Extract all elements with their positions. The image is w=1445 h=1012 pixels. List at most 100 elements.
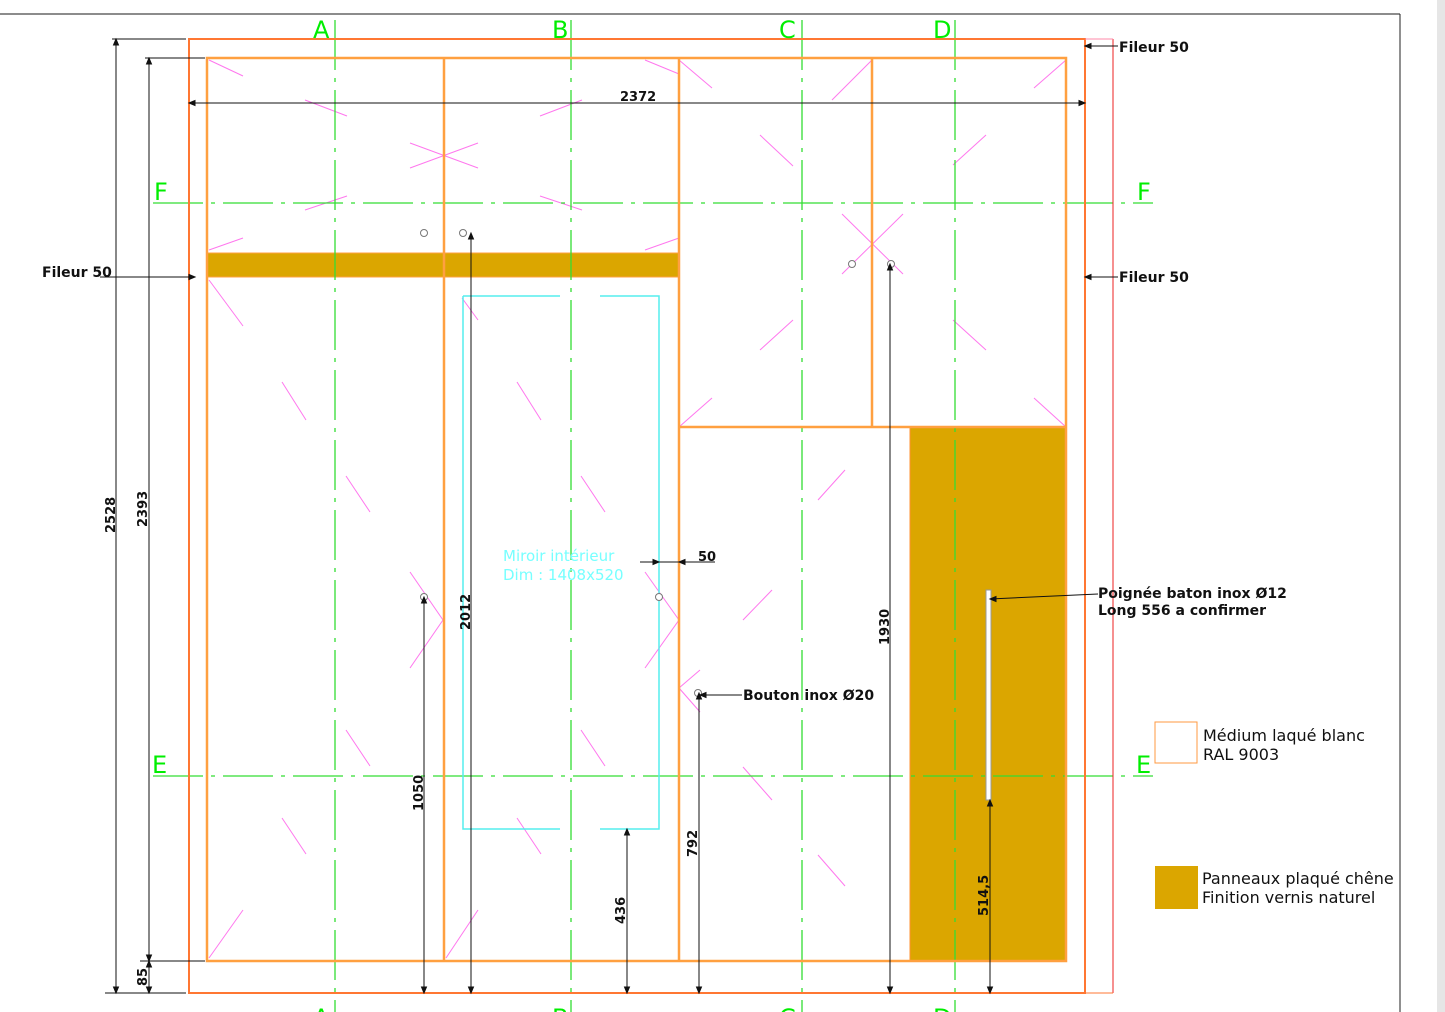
legend-white-line1: Médium laqué blanc [1203,726,1365,745]
arrowhead [467,231,475,240]
inner-frame [205,56,1068,963]
legend-oak-line2: Finition vernis naturel [1202,888,1375,907]
legend-swatch-white [1154,721,1198,764]
arrowhead [420,595,428,604]
dim-50: 50 [698,550,716,565]
hinge-mark [580,475,606,513]
handle-bar [985,589,992,801]
fileur-top-right-label: Fileur 50 [1119,40,1189,56]
grid-axes [153,20,1153,1012]
grid-label-d: D [933,16,951,44]
arrowhead [145,56,153,65]
hinge-mark [678,669,701,689]
leader-line [989,593,1099,600]
arrowhead [1083,273,1092,281]
dim-2393: 2393 [136,491,151,527]
grid-label-f-right: F [1137,178,1151,206]
hinge-mark [817,854,846,887]
hinge-mark [304,99,348,117]
grid-label-b: B [552,16,568,44]
hinge-mark [678,59,713,89]
legend-swatch-oak [1155,866,1198,909]
arrowhead [986,986,994,995]
arrowhead [677,558,686,566]
hinge-mark [409,619,444,669]
handle-label-line1: Poignée baton inox Ø12 [1098,586,1287,602]
dim-1930: 1930 [878,609,893,645]
hinge-mark [742,589,773,621]
knob-icon [848,260,856,268]
grid-label-f-left: F [154,178,168,206]
arrowhead [652,558,661,566]
hinge-mark [1033,397,1067,428]
dim-792: 792 [686,830,701,857]
hinge-mark [678,397,713,428]
grid-label-e-left: E [152,751,167,779]
arrowhead [695,986,703,995]
hinge-mark [208,237,244,251]
hinge-mark [516,381,542,421]
fileur-mid-right-label: Fileur 50 [1119,270,1189,286]
hinge-mark [644,237,680,251]
hinge-mark [281,381,307,421]
hinge-mark [831,59,873,101]
inner-panels [205,56,1068,963]
grid-label-c-bottom: C [779,1004,796,1012]
arrowhead [112,986,120,995]
dim-1050: 1050 [412,775,427,811]
dim-2528: 2528 [104,497,119,533]
mirror-label-line1: Miroir intérieur [503,547,615,565]
hinge-mark [539,99,583,117]
hinge-mark [345,729,371,767]
hinge-mark [817,469,846,501]
knob-icon [459,229,467,237]
hinge-mark [461,297,479,321]
dim-436: 436 [614,897,629,924]
scrollbar-track[interactable] [1437,0,1445,1012]
legend-oak-line1: Panneaux plaqué chêne [1202,869,1394,888]
hinge-mark [644,59,680,75]
arrowhead [986,798,994,807]
hinge-mark [445,909,479,959]
mirror-label-line2: Dim : 1408x520 [503,566,624,584]
hinge-mark [759,319,794,351]
hinge-mark [678,687,701,713]
arrowhead [112,37,120,46]
grid-label-a-bottom: A [313,1004,330,1012]
knobs [420,229,895,697]
hinge-mark [208,279,244,327]
knob-icon [655,593,663,601]
dim-2012: 2012 [459,594,474,630]
hinge-mark [281,817,307,855]
arrowhead [145,954,153,963]
hinge-mark [208,59,244,77]
arrowhead [188,273,197,281]
hinge-mark [742,766,773,801]
hinge-mark [952,319,987,351]
outer-frame [188,38,1086,994]
hinge-mark [759,134,794,167]
arrowhead [695,691,703,700]
handle-label-line2: Long 556 a confirmer [1098,603,1266,619]
grid-label-e-right: E [1136,751,1151,779]
arrowhead [886,262,894,271]
hinge-mark [208,909,244,959]
dim-2372: 2372 [620,90,656,105]
fileur-left-label: Fileur 50 [42,265,112,281]
arrowhead [145,959,153,968]
knob-icon [420,229,428,237]
arrowhead [623,827,631,836]
grid-label-d-bottom: D [933,1004,951,1012]
dim-514-5: 514,5 [977,875,992,916]
hinge-mark [516,817,542,855]
dimension-lines [100,37,1118,995]
arrowhead [988,595,997,603]
grid-label-a: A [313,16,330,44]
hinge-mark [345,475,371,513]
hinge-mark [644,619,680,669]
grid-label-c: C [779,16,796,44]
arrowhead [886,986,894,995]
hinge-mark [952,134,987,166]
arrowhead [623,986,631,995]
